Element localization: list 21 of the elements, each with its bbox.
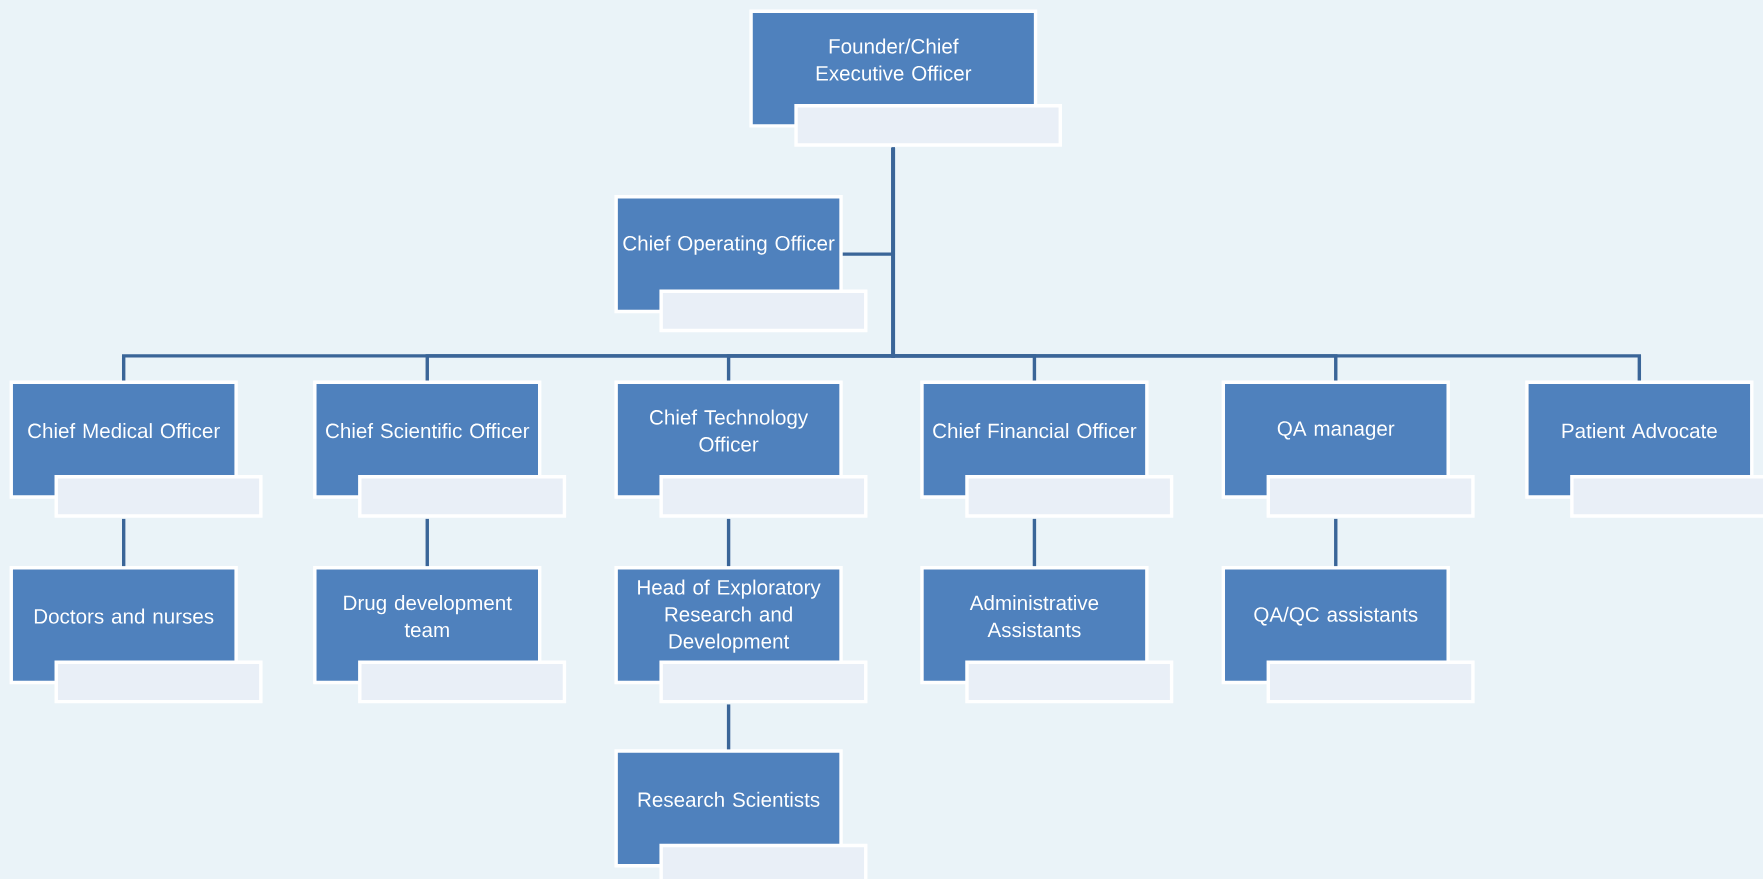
org-box: Founder/Chief Executive Officer xyxy=(749,9,1062,147)
org-box: Chief Financial Officer xyxy=(920,380,1174,518)
connector-line xyxy=(726,518,731,566)
org-box: Chief Operating Officer xyxy=(614,194,868,333)
org-box: Research Scientists xyxy=(614,749,868,879)
org-box: QA/QC assistants xyxy=(1221,566,1475,704)
org-box: Chief Scientific Officer xyxy=(313,380,567,518)
connector-line xyxy=(122,518,126,566)
org-box: Administrative Assistants xyxy=(920,566,1174,704)
connector-line xyxy=(425,518,429,566)
org-box: Head of Exploratory Research and Development xyxy=(614,566,868,704)
org-box: Chief Technology Officer xyxy=(614,380,868,518)
connector-line xyxy=(1032,518,1037,566)
connector-line xyxy=(1334,518,1338,566)
org-box: Chief Medical Officer xyxy=(9,380,263,518)
connector-line xyxy=(891,147,1642,381)
org-box: Doctors and nurses xyxy=(9,566,263,704)
org-box: Patient Advocate xyxy=(1525,380,1763,518)
org-box: Drug development team xyxy=(313,566,567,704)
org-box: QA manager xyxy=(1221,380,1475,518)
connector-line xyxy=(726,704,731,750)
